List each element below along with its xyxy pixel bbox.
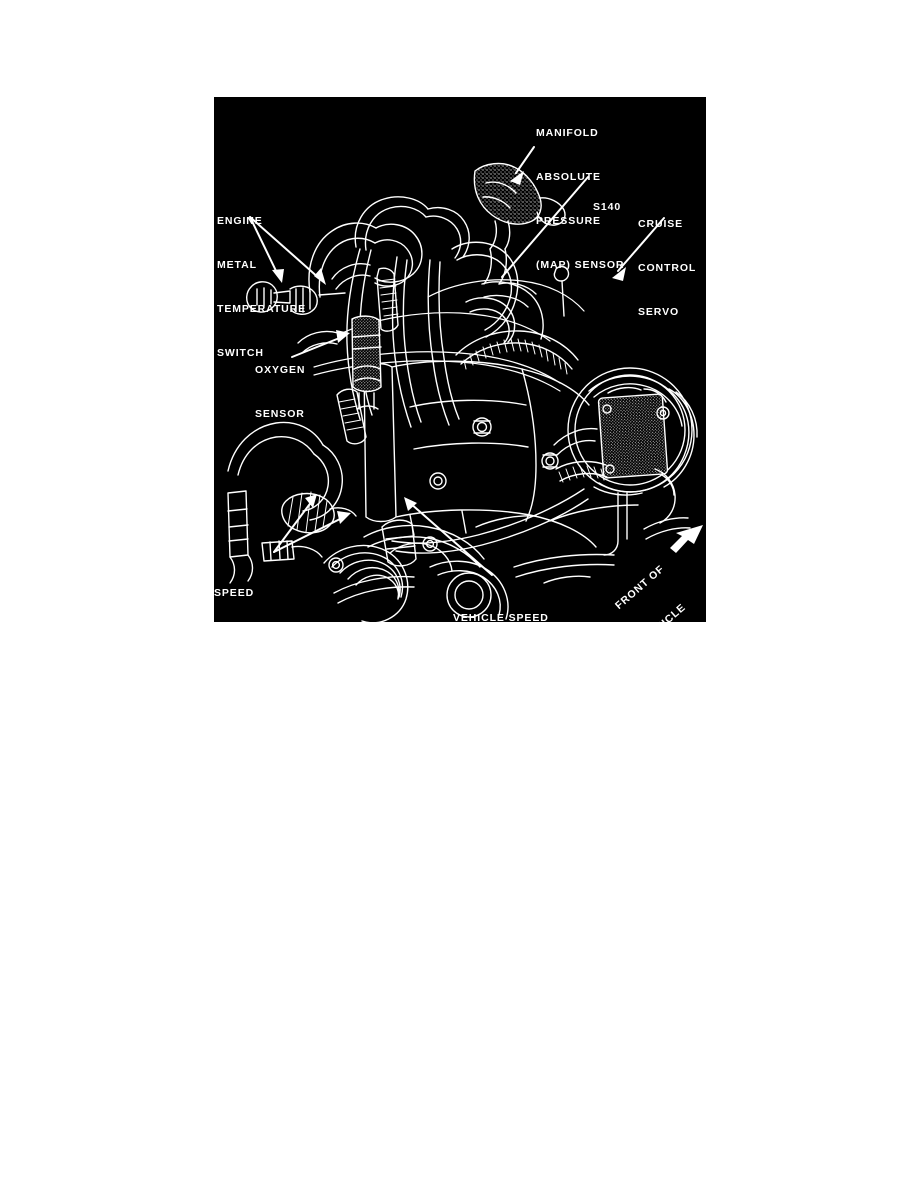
callout-line: CONTROL bbox=[638, 261, 697, 274]
sss-solenoid-assembly bbox=[227, 421, 409, 622]
emts-leader-1 bbox=[249, 216, 279, 276]
callout-line: CRUISE bbox=[638, 218, 684, 231]
sss-leader-1 bbox=[273, 500, 313, 553]
front-of-vehicle-arrow bbox=[670, 525, 703, 553]
callout-line: (MAP) SENSOR bbox=[536, 258, 625, 271]
callout-leaders bbox=[249, 146, 703, 576]
callout-vehicle-speed-sensor: VEHICLE SPEED SENSOR bbox=[453, 582, 549, 622]
cruise-servo-leader bbox=[617, 217, 665, 272]
callout-s140: S140 bbox=[593, 171, 621, 244]
oxygen-sensor-body bbox=[351, 315, 382, 410]
front-of-vehicle-text: FRONT OF VEHICLE bbox=[594, 541, 706, 622]
callout-line: METAL bbox=[217, 258, 257, 271]
cruise-servo-face bbox=[597, 393, 669, 479]
callout-line: OXYGEN bbox=[255, 364, 306, 377]
callout-engine-metal-temperature-switch: ENGINE METAL TEMPERATURE SWITCH bbox=[217, 185, 306, 389]
callout-line: ABSOLUTE bbox=[536, 170, 601, 183]
map-sensor-leader bbox=[515, 146, 535, 174]
callout-line: ENGINE bbox=[217, 215, 263, 228]
engine-component-location-diagram: MANIFOLD ABSOLUTE PRESSURE (MAP) SENSOR … bbox=[214, 97, 706, 622]
oxygen-sensor-leader bbox=[291, 336, 343, 358]
callout-line: S140 bbox=[593, 201, 622, 214]
vss-leader bbox=[409, 502, 493, 576]
callout-map-sensor: MANIFOLD ABSOLUTE PRESSURE (MAP) SENSOR bbox=[536, 97, 624, 301]
sss-leader-2 bbox=[273, 516, 345, 553]
callout-line: SPEED bbox=[214, 587, 255, 600]
callout-oxygen-sensor: OXYGEN SENSOR bbox=[255, 334, 305, 451]
s140-leader bbox=[501, 176, 589, 278]
callout-line: SERVO bbox=[638, 305, 680, 318]
callout-line: PRESSURE bbox=[536, 214, 601, 227]
callout-line: TEMPERATURE bbox=[217, 302, 307, 315]
engine-metal-temp-switch-connectors bbox=[246, 281, 346, 315]
callout-sss-solenoid: SPEED SENSITIVE STEERING (SSS) SOLENOID bbox=[214, 557, 312, 622]
callout-line: VEHICLE bbox=[641, 595, 696, 622]
map-sensor-body bbox=[473, 162, 542, 225]
callout-cruise-control-servo: CRUISE CONTROL SERVO bbox=[638, 188, 696, 349]
engine-illustration bbox=[227, 146, 703, 622]
emts-leader-2 bbox=[249, 216, 321, 280]
callout-front-of-vehicle: FRONT OF VEHICLE bbox=[588, 549, 706, 622]
callout-line: SWITCH bbox=[217, 346, 264, 359]
callout-line: FRONT OF bbox=[613, 563, 668, 613]
callout-line: MANIFOLD bbox=[536, 127, 599, 140]
callout-line: VEHICLE SPEED bbox=[453, 612, 549, 622]
engine-linework bbox=[227, 162, 698, 622]
callout-line: SENSOR bbox=[255, 407, 305, 420]
